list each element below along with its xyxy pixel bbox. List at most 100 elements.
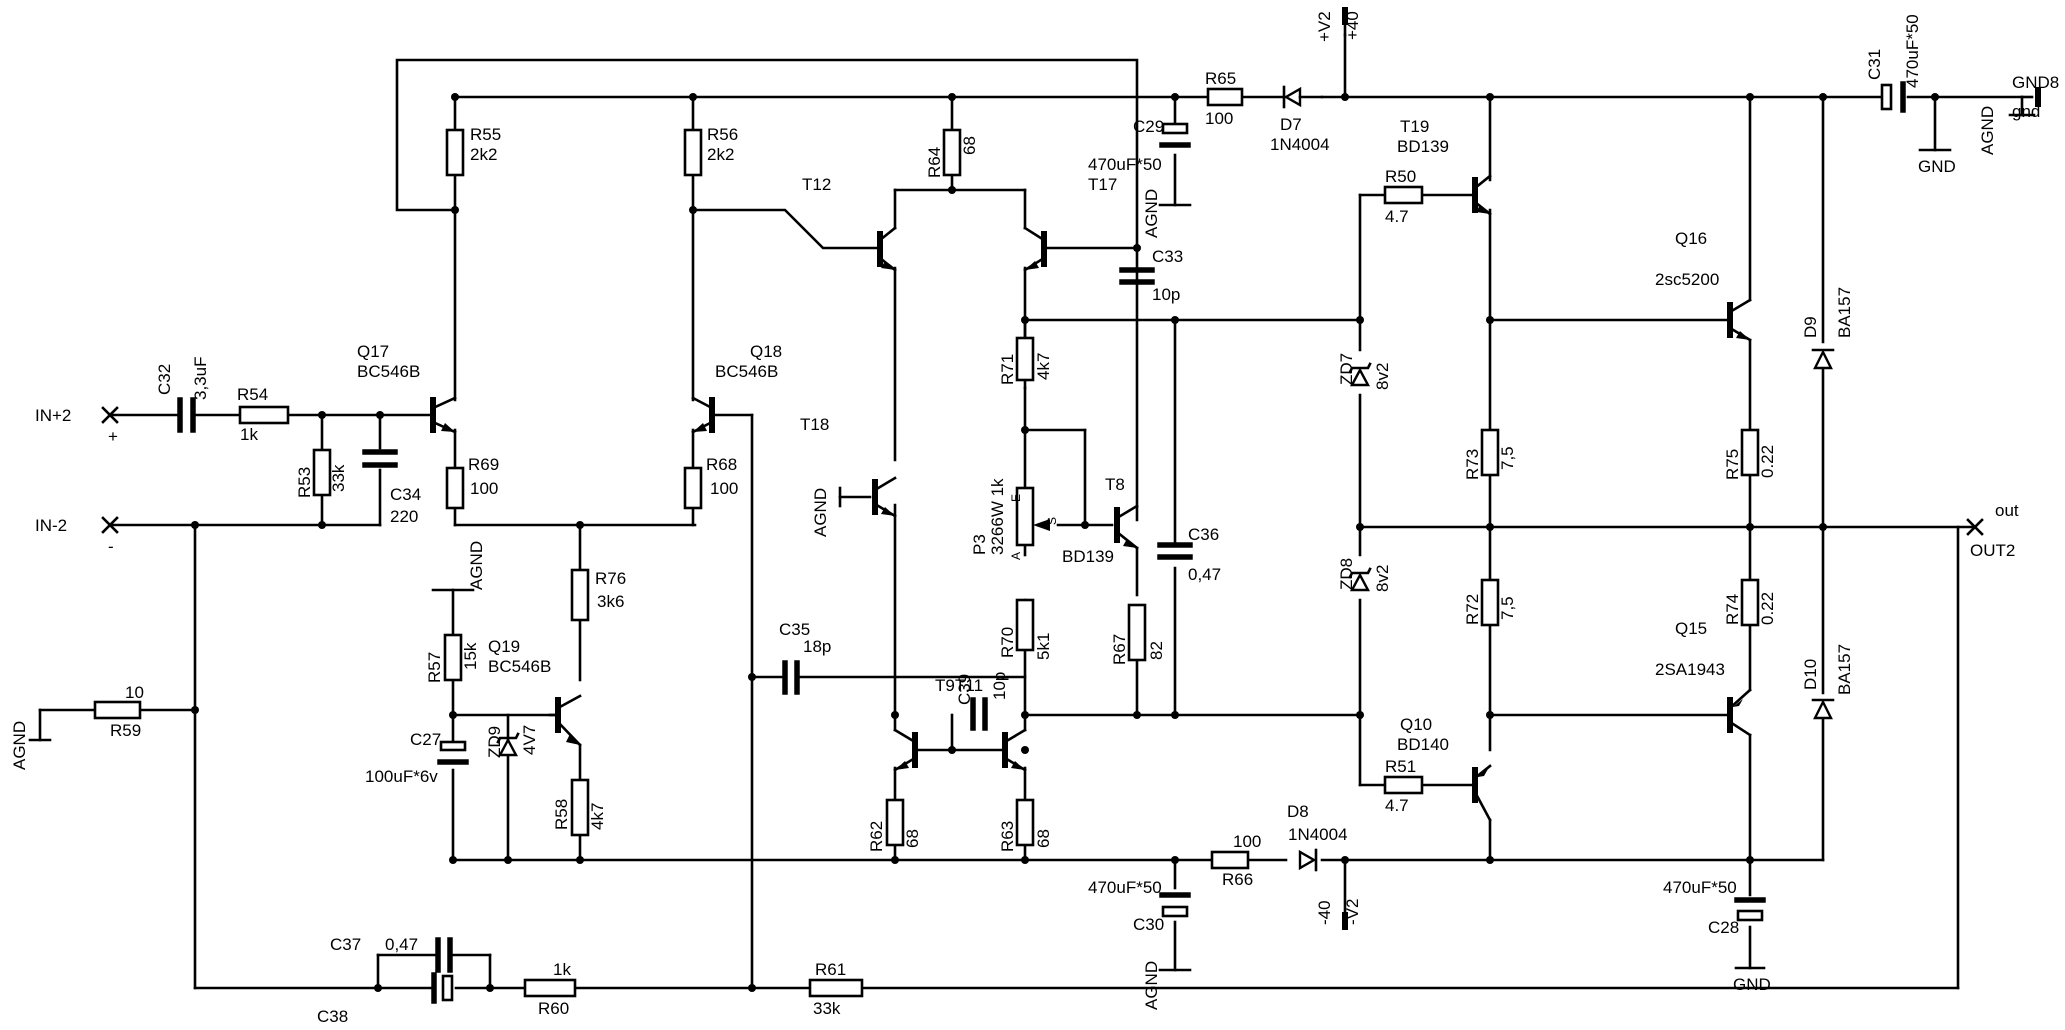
value-d9: BA157 bbox=[1835, 287, 1854, 338]
label-c39: C39 bbox=[955, 674, 974, 705]
label-d9: D9 bbox=[1801, 316, 1820, 338]
value-c36: 0,47 bbox=[1188, 565, 1221, 584]
label-d10: D10 bbox=[1801, 659, 1820, 690]
value-c27: 100uF*6v bbox=[365, 767, 438, 786]
label-t11: T11 bbox=[955, 676, 983, 695]
label-v40-pos: +40 bbox=[1343, 11, 1362, 40]
label-r75: R75 bbox=[1723, 449, 1742, 480]
label-t8: T8 bbox=[1105, 475, 1125, 494]
capacitor-c32 bbox=[177, 397, 196, 433]
resistor-r60 bbox=[523, 978, 577, 998]
value-r72: 7,5 bbox=[1498, 596, 1517, 620]
transistor-t18 bbox=[872, 476, 897, 518]
label-t12: T12 bbox=[802, 175, 831, 194]
resistors bbox=[93, 87, 1760, 998]
label-gnd-c28: GND bbox=[1733, 975, 1771, 994]
resistor-r58 bbox=[570, 778, 590, 837]
label-q10: Q10 bbox=[1400, 715, 1432, 734]
label-r72: R72 bbox=[1463, 594, 1482, 625]
resistor-r65 bbox=[1206, 87, 1244, 107]
transistor-q18 bbox=[691, 396, 715, 434]
value-r73: 7,5 bbox=[1498, 446, 1517, 470]
resistor-r70 bbox=[1015, 598, 1035, 652]
transistor-q10 bbox=[1472, 764, 1492, 822]
resistor-r56 bbox=[683, 128, 703, 177]
label-c32: C32 bbox=[155, 364, 174, 395]
value-c39: 10p bbox=[990, 672, 1009, 700]
capacitor-c35 bbox=[782, 660, 800, 695]
label-minus-in: - bbox=[108, 537, 114, 556]
resistor-r59 bbox=[93, 700, 142, 720]
capacitor-c34 bbox=[362, 449, 398, 468]
label-q18: Q18 bbox=[750, 342, 782, 361]
label-p3: P3 bbox=[970, 534, 989, 555]
label-c30: C30 bbox=[1133, 915, 1164, 934]
capacitor-c36 bbox=[1157, 542, 1193, 560]
capacitor-c29 bbox=[1159, 122, 1191, 148]
label-t18: T18 bbox=[800, 415, 829, 434]
transistors bbox=[430, 174, 1752, 822]
capacitor-c33 bbox=[1119, 267, 1155, 285]
value-r62: 68 bbox=[903, 829, 922, 848]
resistor-r69 bbox=[445, 466, 465, 510]
label-out2: OUT2 bbox=[1970, 541, 2015, 560]
label-t17: T17 bbox=[1088, 175, 1117, 194]
label-q19: Q19 bbox=[488, 637, 520, 656]
value-zd9: 4V7 bbox=[520, 725, 539, 755]
transistor-t9 bbox=[893, 728, 918, 772]
diode-d10 bbox=[1811, 698, 1835, 720]
resistor-r67 bbox=[1127, 603, 1147, 662]
diodes bbox=[496, 85, 1835, 872]
resistor-r57 bbox=[443, 633, 463, 682]
label-out: out bbox=[1995, 501, 2019, 520]
wire bbox=[395, 58, 1139, 247]
label-c34: C34 bbox=[390, 485, 421, 504]
value-c35: 18p bbox=[803, 637, 831, 656]
label-r53: R53 bbox=[295, 467, 314, 498]
label-agnd-c30: AGND bbox=[1142, 961, 1161, 1010]
value-q19: BC546B bbox=[488, 657, 551, 676]
label-r71: R71 bbox=[998, 354, 1017, 385]
transistor-t8 bbox=[1114, 504, 1139, 550]
value-r59: 10 bbox=[125, 683, 144, 702]
value-zd7: 8v2 bbox=[1373, 363, 1392, 390]
zener-zd7 bbox=[1348, 362, 1372, 387]
resistor-r50 bbox=[1383, 185, 1424, 205]
zener-zd9 bbox=[496, 732, 520, 757]
value-r58: 4k7 bbox=[588, 803, 607, 830]
value-r56: 2k2 bbox=[707, 145, 734, 164]
value-p3: 3266W 1k bbox=[988, 478, 1007, 555]
value-d8: 1N4004 bbox=[1288, 825, 1348, 844]
value-c29: 470uF*50 bbox=[1088, 155, 1162, 174]
label-plus-in: + bbox=[108, 427, 118, 446]
resistor-r75 bbox=[1740, 428, 1760, 477]
value-c28: 470uF*50 bbox=[1663, 878, 1737, 897]
value-q18: BC546B bbox=[715, 362, 778, 381]
value-r67: 82 bbox=[1147, 641, 1166, 660]
value-r66: 100 bbox=[1233, 832, 1261, 851]
label-r57: R57 bbox=[425, 652, 444, 683]
label-agnd-c29: AGND bbox=[1142, 189, 1161, 238]
resistor-r64 bbox=[942, 128, 962, 177]
value-r57: 15k bbox=[461, 642, 480, 670]
value-q17: BC546B bbox=[357, 362, 420, 381]
label-r50: R50 bbox=[1385, 167, 1416, 186]
label-d8: D8 bbox=[1287, 802, 1309, 821]
wires bbox=[38, 12, 2034, 990]
capacitor-c30 bbox=[1159, 892, 1191, 918]
label-pot-e: E bbox=[1009, 494, 1023, 502]
value-c32: 3,3uF bbox=[191, 357, 210, 400]
value-r68: 100 bbox=[710, 479, 738, 498]
potentiometer-p3 bbox=[1015, 486, 1035, 547]
label-c38: C38 bbox=[317, 1007, 348, 1026]
port-markers bbox=[101, 406, 1984, 536]
transistor-q17 bbox=[430, 396, 457, 434]
value-r70: 5k1 bbox=[1034, 633, 1053, 660]
resistor-r76 bbox=[570, 568, 590, 622]
value-r61: 33k bbox=[813, 999, 841, 1018]
value-q10: BD140 bbox=[1397, 735, 1449, 754]
value-r76: 3k6 bbox=[597, 592, 624, 611]
zener-zd8 bbox=[1348, 567, 1372, 592]
resistor-r55 bbox=[445, 128, 465, 177]
